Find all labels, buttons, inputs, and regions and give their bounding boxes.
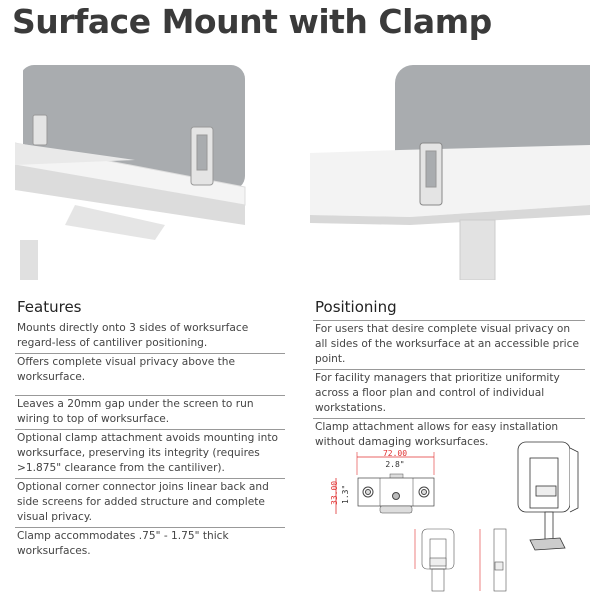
positioning-heading: Positioning: [315, 298, 397, 316]
front-view-drawing: [414, 528, 455, 592]
positioning-item: For facility managers that prioritize un…: [313, 369, 585, 418]
feature-item: Optional corner connector joins linear b…: [15, 478, 285, 527]
features-section: Features Mounts directly onto 3 sides of…: [15, 298, 285, 561]
height-in-label: 1.3": [341, 485, 350, 504]
feature-item: Clamp accommodates .75" - 1.75" thick wo…: [15, 527, 285, 561]
product-photo-edge: [310, 65, 590, 280]
page-title: Surface Mount with Clamp: [12, 2, 492, 41]
width-in-label: 2.8": [385, 460, 404, 469]
height-mm-label: 33.00: [330, 481, 339, 505]
positioning-item: For users that desire complete visual pr…: [313, 320, 585, 369]
clamp-isometric-drawing: [517, 441, 579, 551]
side-view-drawing: [479, 528, 507, 592]
feature-item: Offers complete visual privacy above the…: [15, 353, 285, 387]
feature-item: Leaves a 20mm gap under the screen to ru…: [15, 395, 285, 429]
feature-item: Optional clamp attachment avoids mountin…: [15, 429, 285, 478]
positioning-item: Clamp attachment allows for easy install…: [313, 418, 585, 452]
top-view-drawing: 72.00 2.8" 33.00 1.3": [330, 449, 435, 514]
clamp-technical-drawings: 72.00 2.8" 33.00 1.3": [330, 441, 579, 592]
feature-item: Mounts directly onto 3 sides of worksurf…: [17, 322, 249, 349]
features-heading: Features: [17, 298, 82, 316]
positioning-section: Positioning For users that desire comple…: [313, 298, 585, 452]
width-mm-label: 72.00: [383, 449, 407, 458]
product-photo-corner: [15, 65, 246, 280]
